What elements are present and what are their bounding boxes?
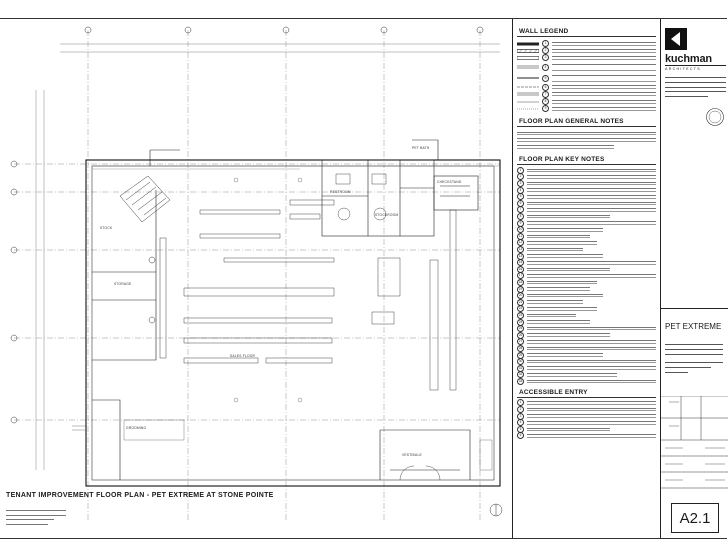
notes-panel: WALL LEGEND 1 2 3 4 5 6 7 8 9 FLOOR PLAN… [512, 18, 660, 538]
drawing-title: TENANT IMPROVEMENT FLOOR PLAN - PET EXTR… [6, 492, 274, 499]
room-label: GROOMING [126, 426, 147, 430]
accessible-entry-heading: ACCESSIBLE ENTRY [517, 389, 656, 398]
project-name: PET EXTREME [665, 322, 722, 331]
room-label: STORAGE [114, 282, 132, 286]
room-label: PET BATH [412, 146, 430, 150]
sheet-border [0, 538, 727, 539]
accessible-entry-notes: 1 2 3 4 5 6 [517, 399, 656, 440]
wall-legend-heading: WALL LEGEND [517, 28, 656, 37]
wall-legend: 1 2 3 4 5 6 7 8 9 [517, 40, 656, 113]
key-notes-list: 1 2 3 4 5 6 7 8 9 10 11 12 13 14 15 16 1… [517, 166, 656, 385]
firm-address [665, 77, 726, 99]
firm-name: kuchman [665, 53, 712, 65]
general-notes [517, 130, 656, 150]
sheet-border [0, 18, 727, 19]
stamp-seal-icon [706, 108, 724, 126]
key-notes-heading: FLOOR PLAN KEY NOTES [517, 156, 656, 166]
revision-table [661, 396, 728, 489]
room-label: STOCK [100, 226, 113, 230]
plan-notes [6, 508, 66, 528]
room-label: RESTROOM [330, 190, 351, 194]
floor-plan-drawing [10, 26, 503, 520]
room-label: VESTIBULE [402, 453, 422, 457]
project-address [665, 342, 723, 377]
room-label: CHECKSTAND [437, 180, 462, 184]
title-block: kuchman ARCHITECTS PET EXTREME [660, 18, 728, 538]
sheet-number-box: A2.1 [671, 503, 719, 533]
firm-logo-icon [665, 28, 687, 50]
general-notes-heading: FLOOR PLAN GENERAL NOTES [517, 118, 656, 128]
room-label: SALES FLOOR [230, 354, 256, 358]
room-label: STOCKROOM [375, 213, 399, 217]
firm-subtitle: ARCHITECTS [665, 65, 726, 71]
sheet-number: A2.1 [679, 509, 711, 527]
